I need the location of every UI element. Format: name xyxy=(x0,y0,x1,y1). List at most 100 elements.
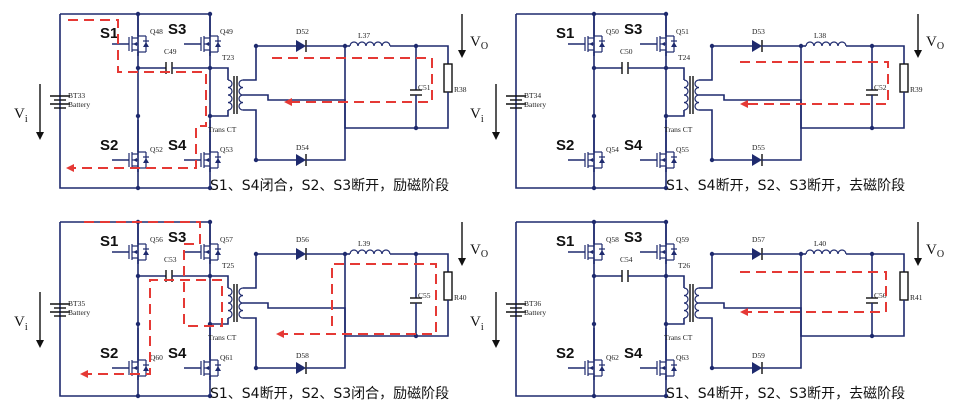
output-inductor-icon xyxy=(349,249,391,255)
vo-letter: V xyxy=(926,34,937,50)
coil-turn xyxy=(694,79,700,89)
switch-label-s2: S2 xyxy=(556,345,574,362)
wire xyxy=(666,110,685,117)
coil-turn xyxy=(821,41,831,47)
current-path-primary xyxy=(68,19,207,169)
switch-s2 xyxy=(568,120,605,172)
series-capacitor-label: C53 xyxy=(164,255,177,264)
vo-label: VO xyxy=(926,242,944,260)
coil-turn xyxy=(694,94,700,104)
inductor-label: L37 xyxy=(358,31,370,40)
switch-s2 xyxy=(568,328,605,380)
coil-turn xyxy=(683,101,689,111)
coil-turn xyxy=(349,249,359,255)
switch-label-s4: S4 xyxy=(168,137,187,154)
coil-turn xyxy=(238,79,244,89)
vi-label: Vi xyxy=(470,106,484,125)
diode-bottom-label: D58 xyxy=(296,351,309,360)
rectifier-diode-top-icon xyxy=(752,40,763,52)
coil-turn xyxy=(357,41,367,47)
coil-turn xyxy=(829,249,839,255)
switch-label-s3: S3 xyxy=(168,229,186,246)
switch-s2 xyxy=(112,328,149,380)
diode-triangle xyxy=(296,40,306,52)
wire xyxy=(243,45,296,81)
switch-s3 xyxy=(184,14,221,56)
vo-subscript: O xyxy=(937,249,944,260)
vo-label: VO xyxy=(470,242,488,260)
battery-sublabel: Battery xyxy=(524,100,546,109)
coil-turn xyxy=(683,309,689,319)
junction-dot xyxy=(591,185,597,191)
diode-triangle xyxy=(752,362,762,374)
rectifier-diode-top-icon xyxy=(752,248,763,260)
vo-label: VO xyxy=(470,34,488,52)
body-diode-icon xyxy=(599,366,605,371)
vo-subscript: O xyxy=(481,41,488,52)
q-label-4: Q61 xyxy=(220,353,233,362)
q-label-1: Q50 xyxy=(606,27,619,36)
junction-dot xyxy=(869,125,875,131)
q-label-4: Q63 xyxy=(676,353,689,362)
junction-dot xyxy=(135,11,141,17)
coil-turn xyxy=(694,302,700,312)
wire xyxy=(416,300,449,337)
q-label-2: Q49 xyxy=(220,27,233,36)
wire xyxy=(846,45,905,64)
battery-label: BT36 xyxy=(524,299,541,308)
switch-label-s4: S4 xyxy=(624,345,643,362)
switch-s1 xyxy=(568,222,605,264)
current-arrow-icon xyxy=(284,98,292,106)
wire xyxy=(699,45,752,81)
load-resistor-icon xyxy=(899,63,909,93)
wire xyxy=(416,92,449,129)
wire xyxy=(243,302,416,337)
body-diode-icon xyxy=(215,366,221,371)
channel-arrow-icon xyxy=(205,42,209,46)
coil-turn xyxy=(694,294,700,304)
diode-bottom-label: D55 xyxy=(752,143,765,152)
battery-icon xyxy=(506,303,526,317)
coil-turn xyxy=(373,249,383,255)
channel-arrow-icon xyxy=(205,366,209,370)
wire xyxy=(699,109,752,161)
switch-s3 xyxy=(640,222,677,264)
body-diode-icon xyxy=(671,158,677,163)
coil-turn xyxy=(683,86,689,96)
coil-turn xyxy=(238,94,244,104)
coil-turn xyxy=(365,41,375,47)
transformer-icon xyxy=(227,76,244,114)
body-diode-icon xyxy=(599,42,605,47)
output-capacitor-label: C51 xyxy=(418,83,431,92)
junction-dot xyxy=(709,251,715,257)
junction-dot xyxy=(591,219,597,225)
junction-dot xyxy=(207,185,213,191)
q-label-1: Q58 xyxy=(606,235,619,244)
vi-label: Vi xyxy=(470,314,484,333)
battery-label: BT34 xyxy=(524,91,541,100)
wire xyxy=(210,110,229,117)
coil-turn xyxy=(821,249,831,255)
junction-dot xyxy=(135,113,141,119)
channel-arrow-icon xyxy=(205,158,209,162)
channel-arrow-icon xyxy=(133,42,137,46)
vo-subscript: O xyxy=(937,41,944,52)
coil-turn xyxy=(694,86,700,96)
junction-dot xyxy=(253,251,259,257)
q-label-4: Q55 xyxy=(676,145,689,154)
diode-bottom-label: D59 xyxy=(752,351,765,360)
current-path-secondary xyxy=(272,57,433,103)
q-label-1: Q56 xyxy=(150,235,163,244)
q-label-4: Q53 xyxy=(220,145,233,154)
switch-s1 xyxy=(112,14,149,56)
switch-label-s2: S2 xyxy=(100,137,118,154)
diode-triangle xyxy=(296,362,306,374)
load-resistor-label: R40 xyxy=(454,293,467,302)
inductor-label: L40 xyxy=(814,239,826,248)
current-path-secondary xyxy=(740,271,887,313)
output-capacitor-label: C52 xyxy=(874,83,887,92)
coil-turn xyxy=(227,94,233,104)
